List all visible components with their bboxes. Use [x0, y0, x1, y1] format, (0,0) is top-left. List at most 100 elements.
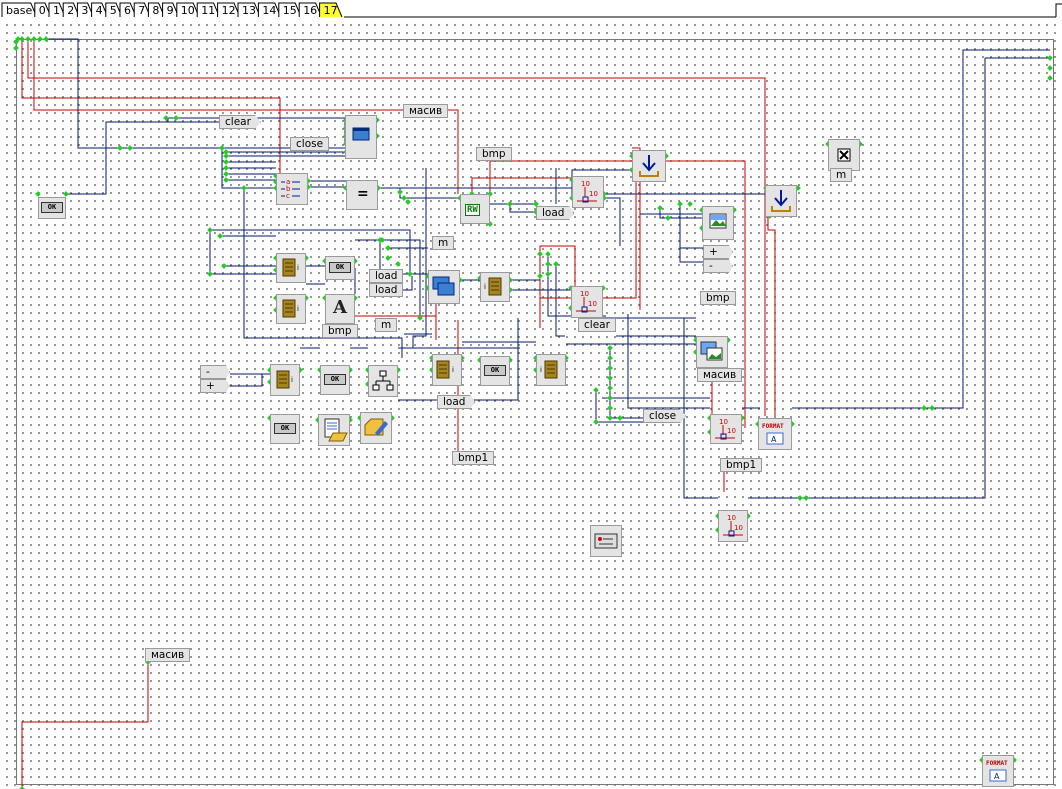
- tab-13[interactable]: 13: [237, 2, 261, 18]
- pin[interactable]: [687, 201, 693, 207]
- pin[interactable]: [607, 405, 613, 411]
- download-component-top[interactable]: [632, 150, 666, 182]
- tab-12[interactable]: 12: [217, 2, 241, 18]
- pin[interactable]: [31, 36, 37, 42]
- pin[interactable]: [117, 145, 123, 151]
- index-component-2[interactable]: i: [276, 294, 306, 324]
- ok-button-component[interactable]: OK: [320, 365, 350, 395]
- clear-label-right[interactable]: clear: [578, 318, 616, 332]
- equals-component[interactable]: =: [346, 180, 378, 210]
- tab-14[interactable]: 14: [257, 2, 282, 18]
- image-list-component[interactable]: [696, 336, 728, 368]
- tab-base[interactable]: base: [1, 2, 38, 18]
- rw-file-component[interactable]: RW: [460, 194, 490, 224]
- minus-output[interactable]: -: [703, 259, 733, 273]
- pin[interactable]: [25, 36, 31, 42]
- pin[interactable]: [223, 159, 229, 165]
- pin[interactable]: [537, 273, 543, 279]
- bmp-label-mid[interactable]: bmp: [322, 324, 358, 338]
- pin[interactable]: [385, 255, 391, 261]
- pin[interactable]: [803, 495, 809, 501]
- pin[interactable]: [553, 261, 559, 267]
- pin[interactable]: [223, 149, 229, 155]
- pin[interactable]: [207, 227, 213, 233]
- pin[interactable]: [223, 177, 229, 183]
- pin[interactable]: [35, 191, 41, 197]
- close-x-component[interactable]: [828, 139, 860, 171]
- load-label-rw[interactable]: load: [536, 206, 575, 220]
- pin[interactable]: [665, 215, 671, 221]
- pin[interactable]: [219, 145, 225, 151]
- pin[interactable]: [1047, 75, 1053, 81]
- masiv-label-top[interactable]: масив: [403, 104, 449, 118]
- pin[interactable]: [617, 415, 623, 421]
- pin[interactable]: [607, 385, 613, 391]
- m-label-far[interactable]: m: [830, 168, 853, 182]
- pin[interactable]: [607, 415, 613, 421]
- m-label-2[interactable]: m: [375, 318, 398, 332]
- pin[interactable]: [417, 315, 423, 321]
- bmp-label-top[interactable]: bmp: [476, 147, 512, 161]
- clear-label-top[interactable]: clear: [219, 115, 261, 129]
- window-form-component[interactable]: [345, 115, 377, 159]
- pin[interactable]: [545, 271, 551, 277]
- pin[interactable]: [207, 271, 213, 277]
- pin[interactable]: [407, 271, 413, 277]
- pin[interactable]: [13, 45, 19, 51]
- image-component[interactable]: [702, 206, 734, 240]
- tab-0[interactable]: 0: [34, 2, 52, 18]
- plus-output[interactable]: +: [703, 245, 733, 259]
- tab-15[interactable]: 15: [278, 2, 302, 18]
- index-component-5[interactable]: i: [432, 354, 462, 386]
- ok-button-component[interactable]: OK: [480, 356, 510, 386]
- tab-1[interactable]: 1: [48, 2, 66, 18]
- pin[interactable]: [63, 191, 69, 197]
- pin[interactable]: [173, 115, 179, 121]
- pin[interactable]: [221, 263, 227, 269]
- bmp1-label-b[interactable]: bmp1: [720, 458, 763, 472]
- pin[interactable]: [545, 261, 551, 267]
- masiv-label-right[interactable]: масив: [697, 368, 743, 382]
- pin[interactable]: [1047, 65, 1053, 71]
- pin[interactable]: [1047, 55, 1053, 61]
- pin[interactable]: [397, 189, 403, 195]
- pin[interactable]: [607, 345, 613, 351]
- pin[interactable]: [223, 165, 229, 171]
- pin[interactable]: [507, 201, 513, 207]
- abc-mux-component[interactable]: a b c: [276, 173, 308, 205]
- pin[interactable]: [607, 395, 613, 401]
- pin[interactable]: [607, 375, 613, 381]
- bmp1-label-a[interactable]: bmp1: [452, 451, 495, 465]
- tab-9[interactable]: 9: [162, 2, 180, 18]
- pin[interactable]: [607, 365, 613, 371]
- tab-4[interactable]: 4: [91, 2, 109, 18]
- tab-11[interactable]: 11: [196, 2, 221, 18]
- tab-5[interactable]: 5: [105, 2, 123, 18]
- masiv-label-bottom[interactable]: масив: [145, 648, 191, 662]
- pin[interactable]: [657, 205, 663, 211]
- download-component-right[interactable]: [765, 185, 797, 217]
- tab-10[interactable]: 10: [176, 2, 200, 18]
- tab-16[interactable]: 16: [298, 2, 323, 18]
- window-stack-component[interactable]: [428, 270, 460, 304]
- tab-17[interactable]: 17: [319, 2, 343, 18]
- pin[interactable]: [127, 145, 133, 151]
- close-label-top[interactable]: close: [290, 137, 330, 151]
- pin[interactable]: [401, 195, 407, 201]
- pin[interactable]: [241, 185, 247, 191]
- load-label-bottom[interactable]: load: [437, 395, 476, 409]
- tab-7[interactable]: 7: [133, 2, 151, 18]
- open-file-component[interactable]: [318, 414, 350, 446]
- tab-2[interactable]: 2: [62, 2, 80, 18]
- pin[interactable]: [921, 405, 927, 411]
- pin[interactable]: [223, 153, 229, 159]
- pin[interactable]: [217, 233, 223, 239]
- pin[interactable]: [405, 199, 411, 205]
- tree-component[interactable]: [368, 365, 398, 397]
- pin[interactable]: [545, 251, 551, 257]
- m-label-1[interactable]: m: [432, 236, 455, 250]
